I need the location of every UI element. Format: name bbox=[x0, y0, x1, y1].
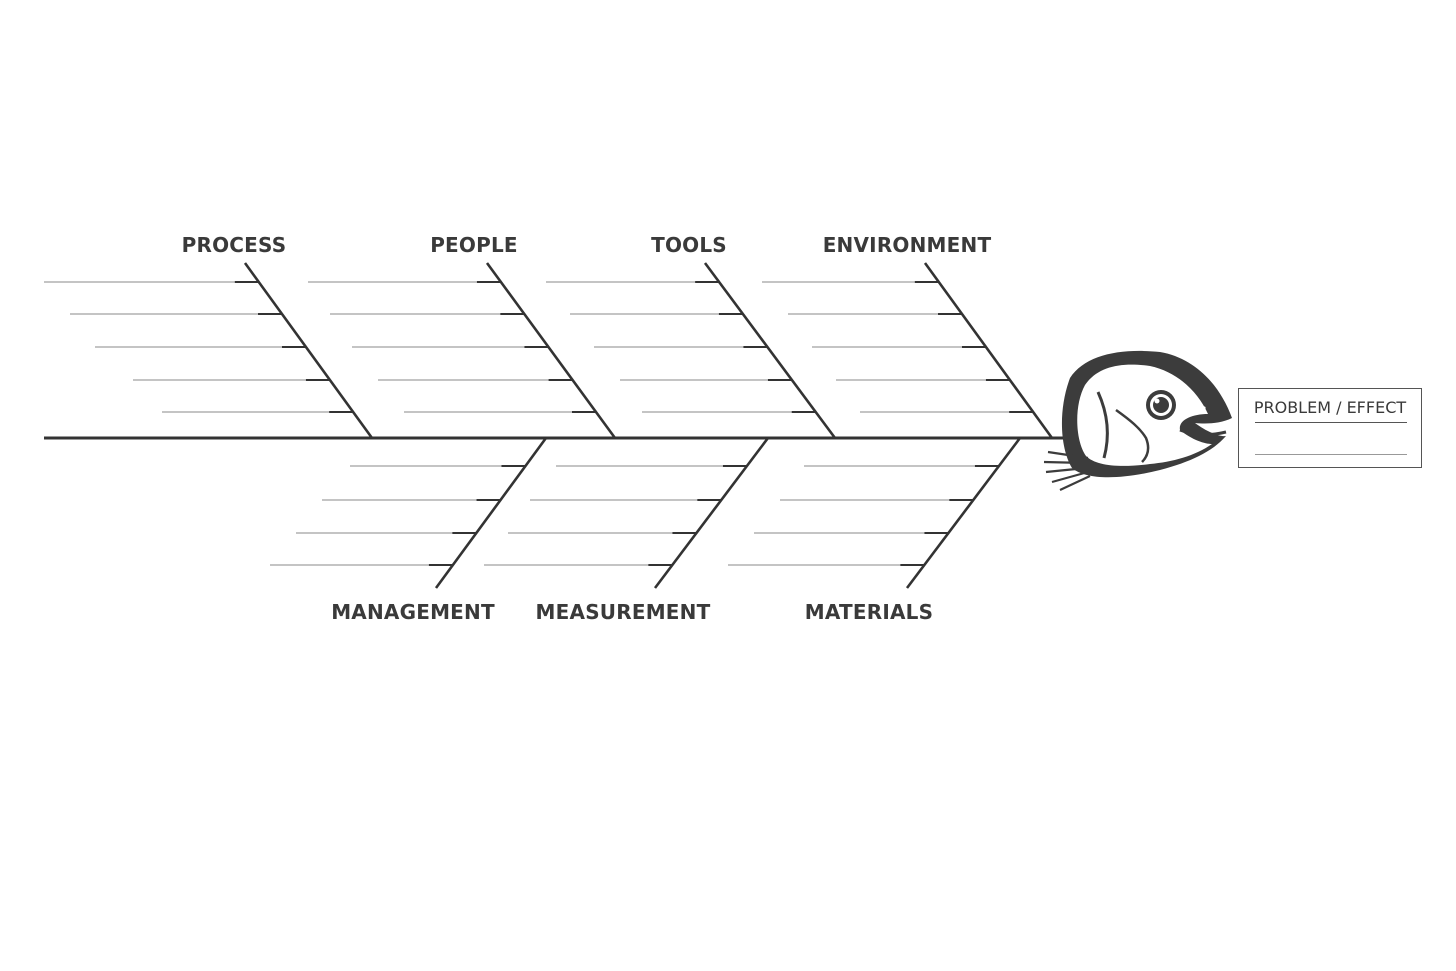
bone-tools bbox=[703, 262, 837, 439]
category-label-tools: TOOLS bbox=[651, 233, 727, 257]
problem-effect-label: PROBLEM / EFFECT bbox=[1253, 398, 1407, 417]
problem-effect-box: PROBLEM / EFFECT bbox=[1238, 388, 1422, 468]
bone-environment bbox=[923, 262, 1054, 439]
fish-head-icon bbox=[1043, 350, 1232, 491]
category-label-materials: MATERIALS bbox=[804, 600, 934, 624]
category-label-process: PROCESS bbox=[181, 233, 287, 257]
bone-management bbox=[434, 437, 548, 589]
effect-entry-line[interactable] bbox=[1255, 454, 1407, 455]
effect-underline bbox=[1255, 422, 1407, 423]
category-label-measurement: MEASUREMENT bbox=[535, 600, 711, 624]
bone-materials bbox=[905, 437, 1022, 589]
bone-people bbox=[485, 262, 617, 439]
category-label-environment: ENVIRONMENT bbox=[822, 233, 992, 257]
category-label-people: PEOPLE bbox=[430, 233, 518, 257]
bone-measurement bbox=[653, 437, 770, 589]
bone-process bbox=[243, 262, 374, 439]
category-label-management: MANAGEMENT bbox=[331, 600, 495, 624]
